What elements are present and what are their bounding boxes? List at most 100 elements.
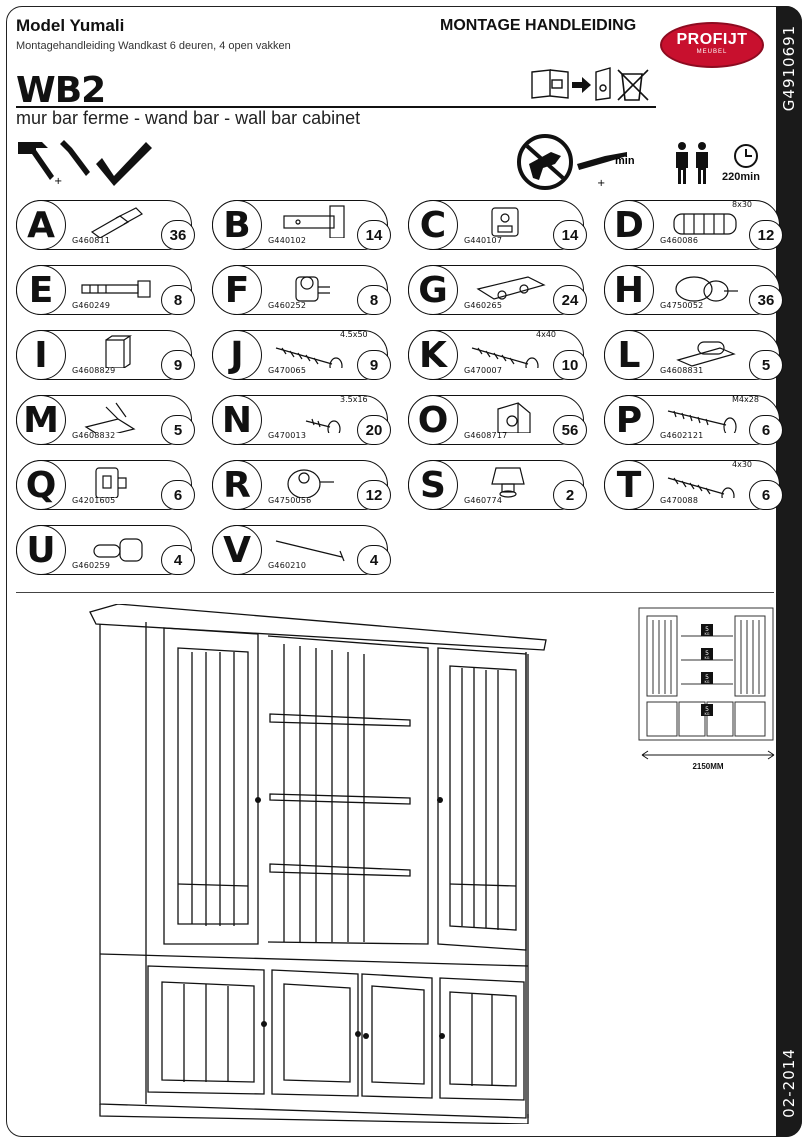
part-code: G460249 <box>72 301 111 310</box>
hinge-icon <box>491 207 519 237</box>
part-letter: L <box>604 330 654 380</box>
screw-icon <box>275 347 343 368</box>
part-size: 4x30 <box>732 460 753 469</box>
brand-logo: PROFIJT MEUBEL <box>660 22 764 68</box>
part-quantity: 12 <box>749 220 783 250</box>
cabinet-thumbnail: 5 5 5 5 KG KG KG KG <box>638 607 774 741</box>
part-letter: H <box>604 265 654 315</box>
binder-icon <box>595 67 611 101</box>
no-power-drill-icon <box>517 134 573 190</box>
part-code: G4608829 <box>72 366 116 375</box>
part-quantity: 12 <box>357 480 391 510</box>
part-letter: E <box>16 265 66 315</box>
part-letter: F <box>212 265 262 315</box>
model-name: Model Yumali <box>16 16 125 35</box>
product-rule <box>16 106 656 108</box>
no-trash-icon <box>617 69 649 101</box>
part-letter: O <box>408 395 458 445</box>
catch-plate-icon <box>84 402 136 433</box>
part-code: G460774 <box>464 496 503 505</box>
part-quantity: 8 <box>161 285 195 315</box>
screw-icon <box>471 347 539 368</box>
screw-icon <box>667 477 735 498</box>
screwdriver-icon: + <box>54 140 90 186</box>
dimension-arrow <box>641 750 775 760</box>
people-icons <box>676 142 758 184</box>
part-card-e: E G460249 8 <box>16 265 195 315</box>
part-code: G460259 <box>72 561 111 570</box>
assembly-time: 220min <box>722 171 760 183</box>
weight-label: 5 <box>705 626 709 633</box>
part-quantity: 14 <box>357 220 391 250</box>
clock-icon <box>734 144 758 168</box>
weight-unit: KG <box>704 712 709 716</box>
leveler-icon <box>491 467 525 498</box>
tool-icons: + <box>18 140 152 186</box>
part-quantity: 2 <box>553 480 587 510</box>
part-code: G470065 <box>268 366 307 375</box>
part-quantity: 5 <box>161 415 195 445</box>
section-divider <box>16 592 774 593</box>
part-letter: P <box>604 395 654 445</box>
part-quantity: 24 <box>553 285 587 315</box>
manual-book-icon <box>531 69 569 99</box>
part-code: G4602121 <box>660 431 704 440</box>
manual-title: MONTAGE HANDLEIDING <box>440 17 637 34</box>
part-code: G440107 <box>464 236 503 245</box>
part-letter: G <box>408 265 458 315</box>
part-letter: Q <box>16 460 66 510</box>
part-quantity: 56 <box>553 415 587 445</box>
part-code: G460252 <box>268 301 307 310</box>
weight-unit: KG <box>704 632 709 636</box>
part-quantity: 4 <box>357 545 391 575</box>
part-letter: A <box>16 200 66 250</box>
part-letter: T <box>604 460 654 510</box>
cabinet-illustration <box>89 604 547 1124</box>
part-letter: C <box>408 200 458 250</box>
part-code: G460811 <box>72 236 111 245</box>
part-letter: K <box>408 330 458 380</box>
part-code: G4608832 <box>72 431 116 440</box>
arrow-icon <box>572 77 591 93</box>
connector-bolt-icon <box>81 280 151 298</box>
sidebar-strip <box>776 6 802 1137</box>
part-code: G460086 <box>660 236 699 245</box>
plastic-dowel-icon <box>675 276 738 302</box>
part-code: G4750056 <box>268 496 312 505</box>
part-quantity: 4 <box>161 545 195 575</box>
person-icon <box>676 142 688 184</box>
set-square-icon <box>96 142 152 186</box>
bracket-cap-icon <box>105 335 132 368</box>
subtitle: Montagehandleiding Wandkast 6 deuren, 4 … <box>16 40 291 52</box>
part-size: 4.5x50 <box>340 330 368 339</box>
part-quantity: 6 <box>749 415 783 445</box>
product-code: WB2 <box>16 70 106 111</box>
sidebar-date: 02-2014 <box>780 1048 798 1118</box>
part-quantity: 36 <box>749 285 783 315</box>
part-code: G470007 <box>464 366 503 375</box>
cam-fitting-icon <box>287 469 334 498</box>
lock-plate-icon <box>95 467 127 498</box>
weight-unit: KG <box>704 680 709 684</box>
wood-dowel-icon <box>673 213 737 235</box>
connector-clip-icon <box>476 276 546 300</box>
cam-lock-icon <box>295 276 330 302</box>
brand-tagline: MEUBEL <box>696 49 728 55</box>
shelf-pin-icon <box>93 538 143 562</box>
weight-unit: KG <box>704 656 709 660</box>
part-letter: J <box>212 330 262 380</box>
part-letter: U <box>16 525 66 575</box>
brand-name: PROFIJT <box>676 31 748 48</box>
